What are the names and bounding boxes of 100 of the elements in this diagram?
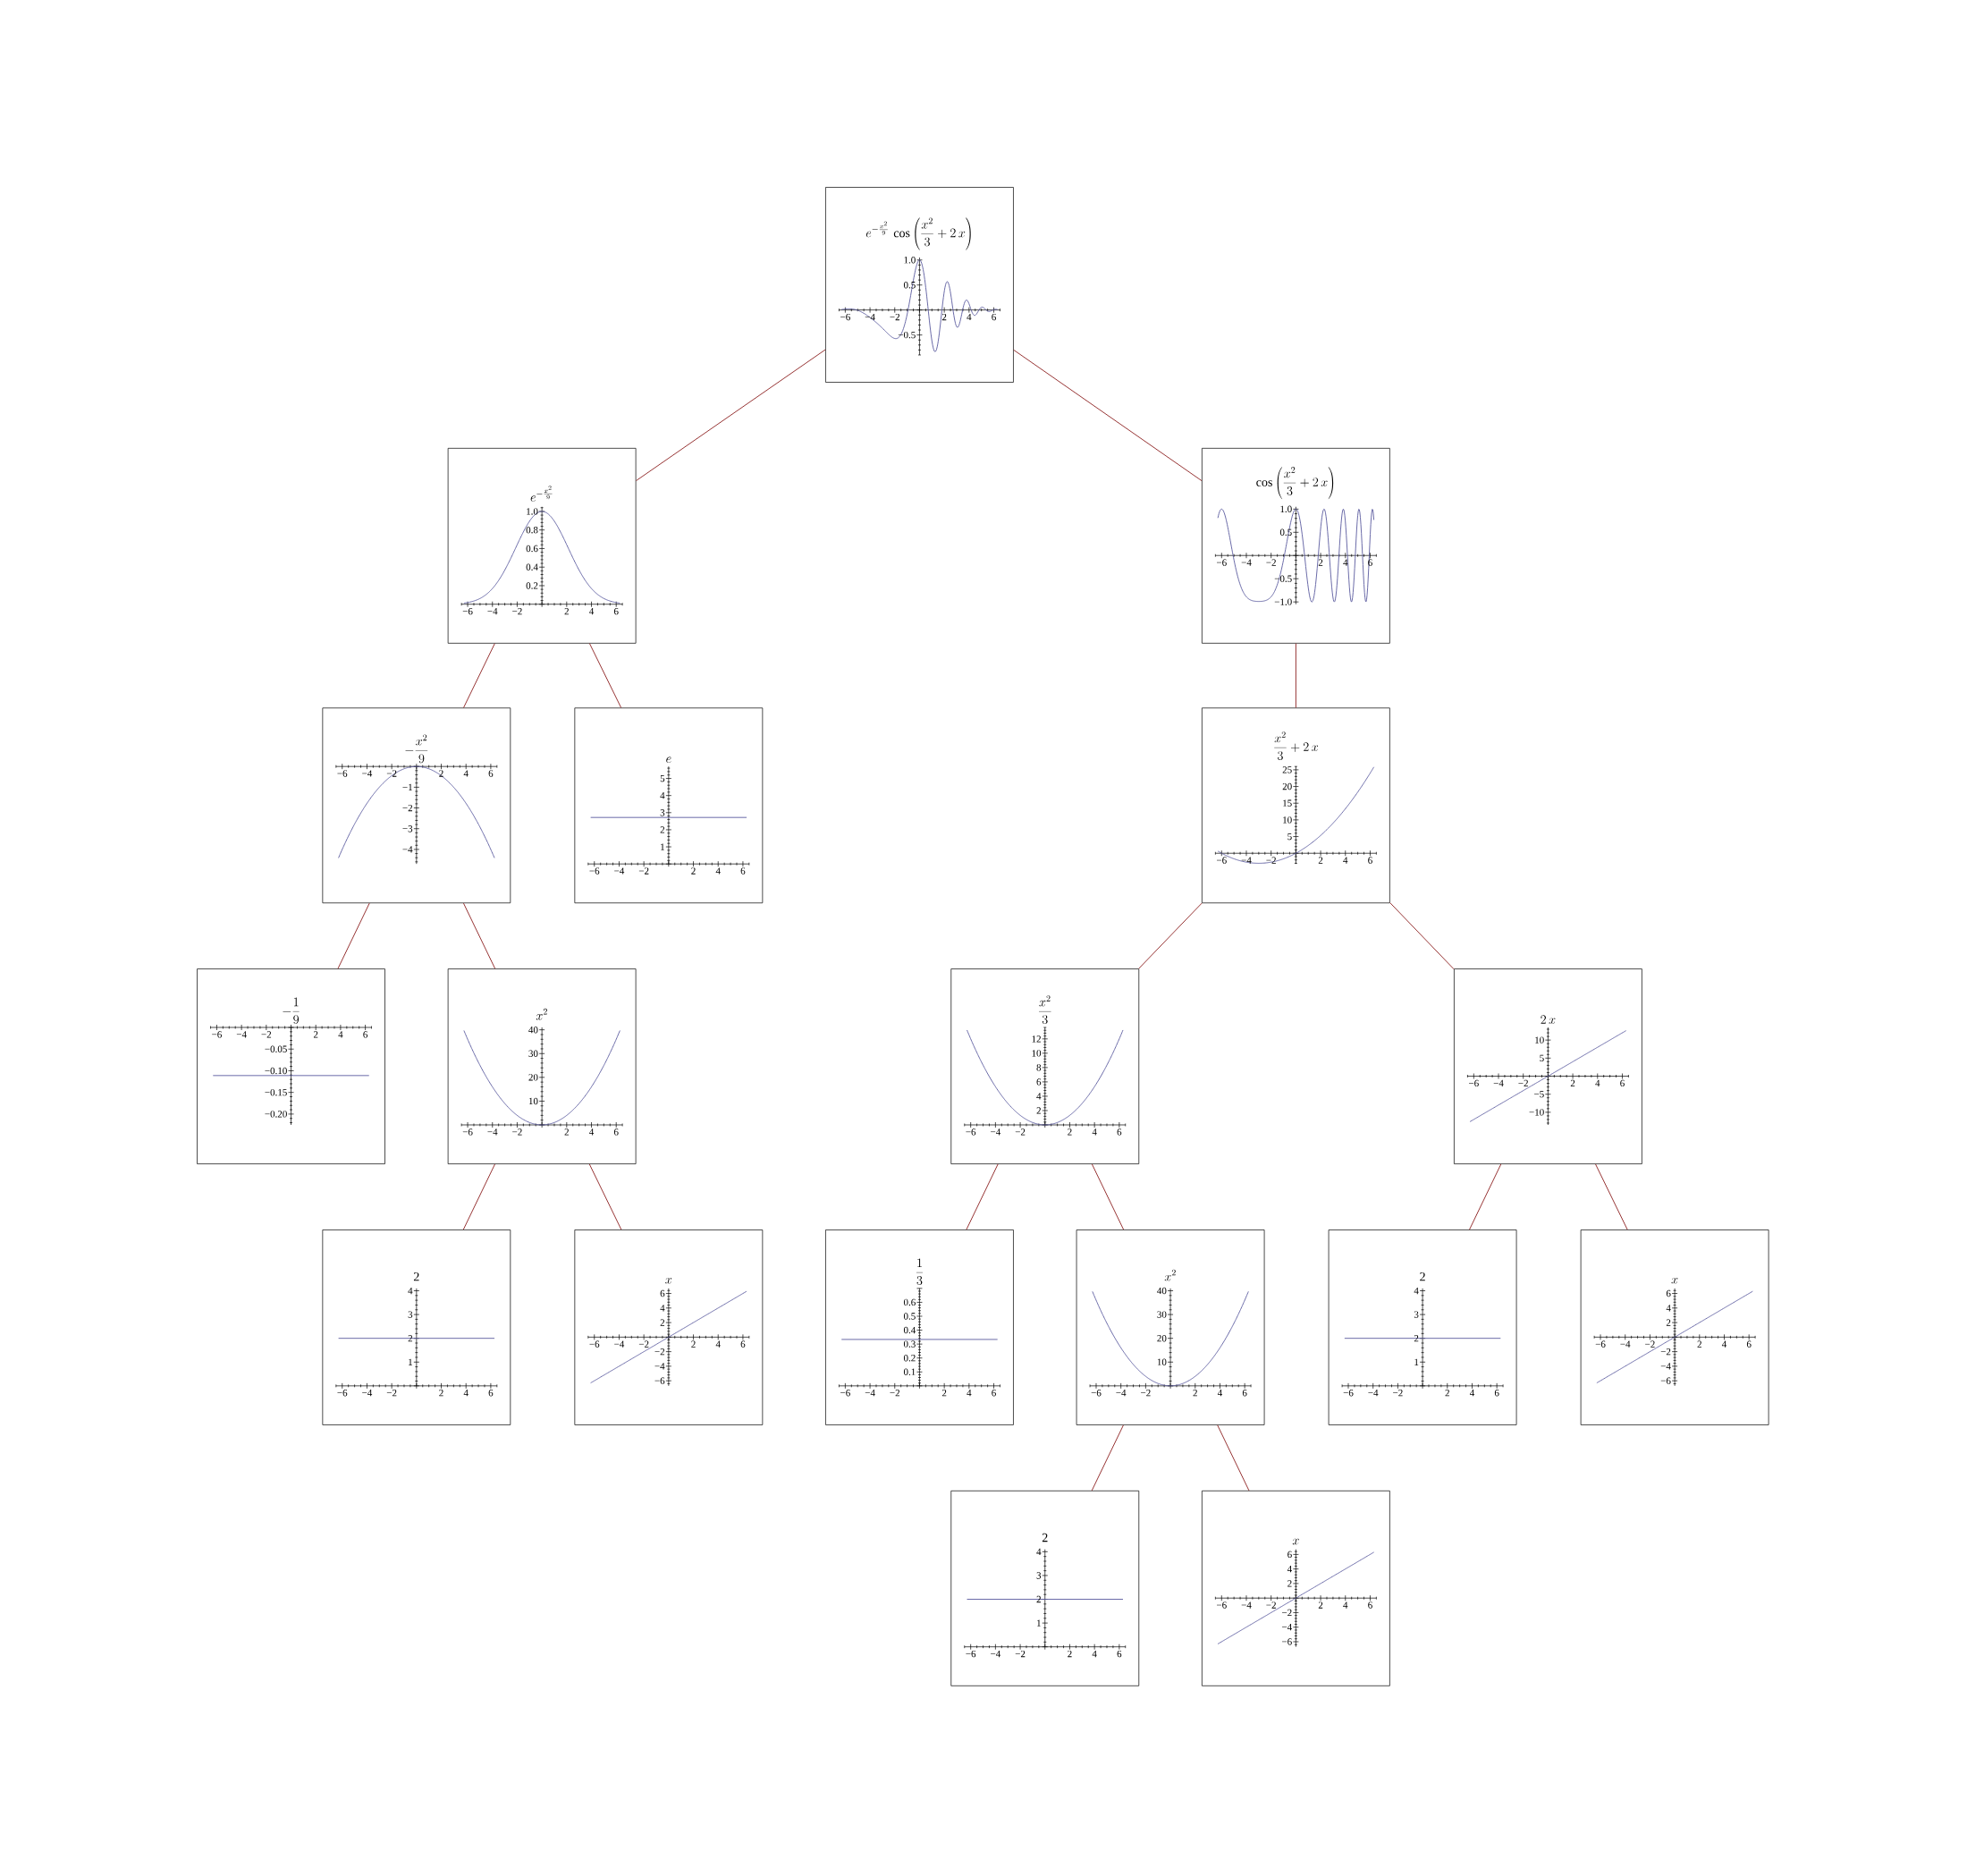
tick-label: 4 <box>1217 1390 1223 1397</box>
tick-label: 15 <box>1283 799 1292 807</box>
tick-label: 2 <box>1036 1107 1041 1114</box>
tick-label: 6 <box>740 867 746 875</box>
formula: $\cos\left(\frac{x^2}{3}+2\,x\right)$ <box>1256 467 1334 500</box>
tick-label: 2 <box>691 867 696 875</box>
connector-line <box>1469 1163 1502 1230</box>
tick-label: 3 <box>660 809 665 816</box>
tick-label: 25 <box>1282 766 1292 773</box>
formula: 2 <box>1042 1533 1048 1542</box>
tick-label: 4 <box>715 1340 721 1348</box>
tick-label: −4 <box>487 607 498 615</box>
tick-label: −6 <box>462 1128 473 1136</box>
tick-label: 4 <box>660 792 665 799</box>
tick-label: 2 <box>660 1319 665 1326</box>
tick-label: −2 <box>1015 1128 1026 1136</box>
tick-label: −2 <box>386 1390 397 1397</box>
tick-label: 3 <box>1036 1572 1042 1579</box>
connector-line <box>463 902 496 969</box>
connector-line <box>463 643 495 708</box>
tick-label: 10 <box>528 1097 538 1105</box>
tick-label: 6 <box>740 1340 746 1348</box>
tick-label: 3 <box>408 1311 413 1318</box>
tick-label: −2 <box>402 804 412 812</box>
tick-label: −1.0 <box>1274 598 1292 605</box>
tick-label: −4 <box>1660 1363 1671 1370</box>
tick-label: −6 <box>1343 1390 1354 1397</box>
tick-label: −4 <box>1241 559 1252 566</box>
connector-line <box>1091 1163 1125 1230</box>
tick-label: −2 <box>1282 1609 1292 1617</box>
formula: $-\frac{1}{9}$ <box>283 997 300 1025</box>
tick-label: 4 <box>1287 1566 1292 1573</box>
tick-label: −6 <box>337 1390 348 1397</box>
tick-label: 0.2 <box>903 1355 916 1362</box>
tick-label: 2 <box>1414 1335 1419 1342</box>
tick-label: 4 <box>1036 1093 1042 1100</box>
tick-label: 0.3 <box>903 1340 916 1348</box>
tick-label: 2 <box>660 826 665 833</box>
tick-label: −2 <box>1266 857 1276 864</box>
tick-label: −6 <box>840 1390 850 1397</box>
tick-label: −4 <box>402 846 413 853</box>
tick-label: 4 <box>1343 559 1348 566</box>
tick-label: 6 <box>1036 1078 1042 1086</box>
tick-label: −4 <box>236 1031 247 1038</box>
formula: $x$ <box>1292 1538 1299 1545</box>
formula: $x$ <box>665 1278 672 1284</box>
tick-label: −0.5 <box>1274 575 1292 582</box>
tick-label: 5 <box>1540 1054 1544 1061</box>
tick-label: 2 <box>1697 1340 1701 1348</box>
tick-label: 2 <box>1287 1580 1292 1587</box>
tick-label: −5 <box>1534 1091 1544 1098</box>
tick-label: 4 <box>1666 1305 1671 1312</box>
tick-label: 8 <box>1036 1064 1042 1071</box>
tick-label: −4 <box>487 1128 498 1136</box>
tick-label: −2 <box>638 1340 649 1348</box>
tick-label: −2 <box>1518 1079 1528 1086</box>
tick-label: 6 <box>1368 1601 1372 1609</box>
tick-label: 40 <box>528 1026 538 1034</box>
tick-label: 4 <box>967 313 972 321</box>
tick-label: 4 <box>715 867 721 875</box>
tick-label: 5 <box>660 774 665 782</box>
tick-label: 1 <box>1037 1619 1041 1627</box>
tick-label: −6 <box>1469 1079 1479 1087</box>
tick-label: −0.5 <box>898 331 916 339</box>
tick-label: 6 <box>488 770 494 777</box>
formula: $2\,x$ <box>1541 1015 1556 1024</box>
tick-label: −6 <box>1091 1390 1102 1397</box>
connector-line <box>1217 1424 1250 1492</box>
tick-label: −6 <box>337 770 348 777</box>
tick-label: 2 <box>1318 857 1323 864</box>
tick-label: 0.6 <box>526 545 538 553</box>
tick-label: 0.1 <box>903 1368 916 1375</box>
tick-label: 30 <box>528 1050 538 1057</box>
tick-label: 4 <box>660 1305 665 1312</box>
tick-label: −4 <box>865 1390 875 1397</box>
tick-label: 4 <box>1343 1601 1348 1609</box>
formula: $x^2$ <box>536 1008 547 1020</box>
tick-label: −2 <box>890 1390 899 1397</box>
tick-label: −0.10 <box>265 1067 287 1075</box>
tick-label: −2 <box>1645 1340 1655 1348</box>
tick-label: 2 <box>1318 559 1323 566</box>
tick-label: 30 <box>1157 1311 1167 1318</box>
tick-label: 20 <box>1282 782 1292 790</box>
tick-label: −2 <box>890 313 899 321</box>
tick-label: 1.0 <box>527 508 538 515</box>
tick-label: 2 <box>941 1390 947 1397</box>
tick-label: 0.5 <box>903 1313 916 1320</box>
connector-line <box>588 1163 622 1230</box>
tick-label: 2 <box>691 1340 696 1348</box>
tick-label: 6 <box>660 1289 665 1297</box>
tick-label: −2 <box>1015 1650 1026 1658</box>
tick-label: −4 <box>1116 1390 1127 1397</box>
tick-label: −6 <box>1217 857 1227 864</box>
tick-label: −4 <box>1241 857 1252 864</box>
tick-label: −6 <box>1282 1638 1292 1645</box>
tick-label: −3 <box>402 825 413 832</box>
tick-label: 6 <box>992 313 996 321</box>
tick-label: 20 <box>528 1074 538 1081</box>
connector-line <box>337 902 370 969</box>
tick-label: 6 <box>613 607 619 615</box>
